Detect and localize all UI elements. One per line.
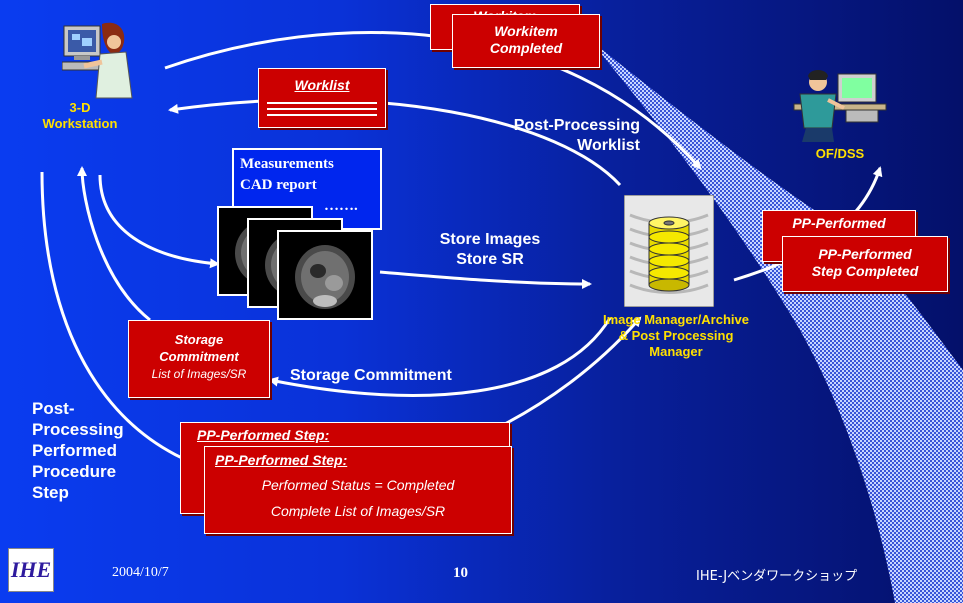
footer-date: 2004/10/7 xyxy=(112,565,169,580)
storage-commitment-box: Storage Commitment List of Images/SR xyxy=(128,320,270,398)
pp-step-box: PP-Performed Step: Performed Status = Co… xyxy=(204,446,512,534)
arrow-measurements xyxy=(98,174,220,269)
storage-commitment-label: Storage Commitment xyxy=(290,367,452,384)
ofdss-user-icon xyxy=(793,70,887,142)
footer-org: IHE-Jベンダワークショップ xyxy=(696,569,858,584)
measurements-box: Measurements CAD report ……. xyxy=(232,148,382,230)
ofdss-label: OF/DSS xyxy=(815,146,865,161)
arrow-store-images xyxy=(379,270,592,289)
pp-performed-completed-box: PP-Performed Step Completed xyxy=(782,236,948,292)
arrow-storage-commitment xyxy=(268,317,612,397)
image-archive-icon xyxy=(624,195,714,307)
workstation-user-icon xyxy=(62,22,133,99)
store-images-label: Store Images Store SR xyxy=(439,231,541,268)
arrow-storage-to-workstation xyxy=(77,166,151,322)
ppps-label: Post- Processing Performed Procedure Ste… xyxy=(32,399,124,502)
workstation-label: 3-D Workstation xyxy=(42,100,118,131)
footer-page-number: 10 xyxy=(453,565,468,581)
ct-image-stack xyxy=(217,206,373,320)
arrow-worklist xyxy=(168,98,622,187)
worklist-box: Worklist xyxy=(258,68,386,128)
ihe-logo: IHE xyxy=(8,548,54,592)
pp-worklist-label: Post-Processing Worklist xyxy=(513,117,640,154)
workitem-completed-box: Workitem Completed xyxy=(452,14,600,68)
image-manager-label: Image Manager/Archive & Post Processing … xyxy=(603,312,749,359)
